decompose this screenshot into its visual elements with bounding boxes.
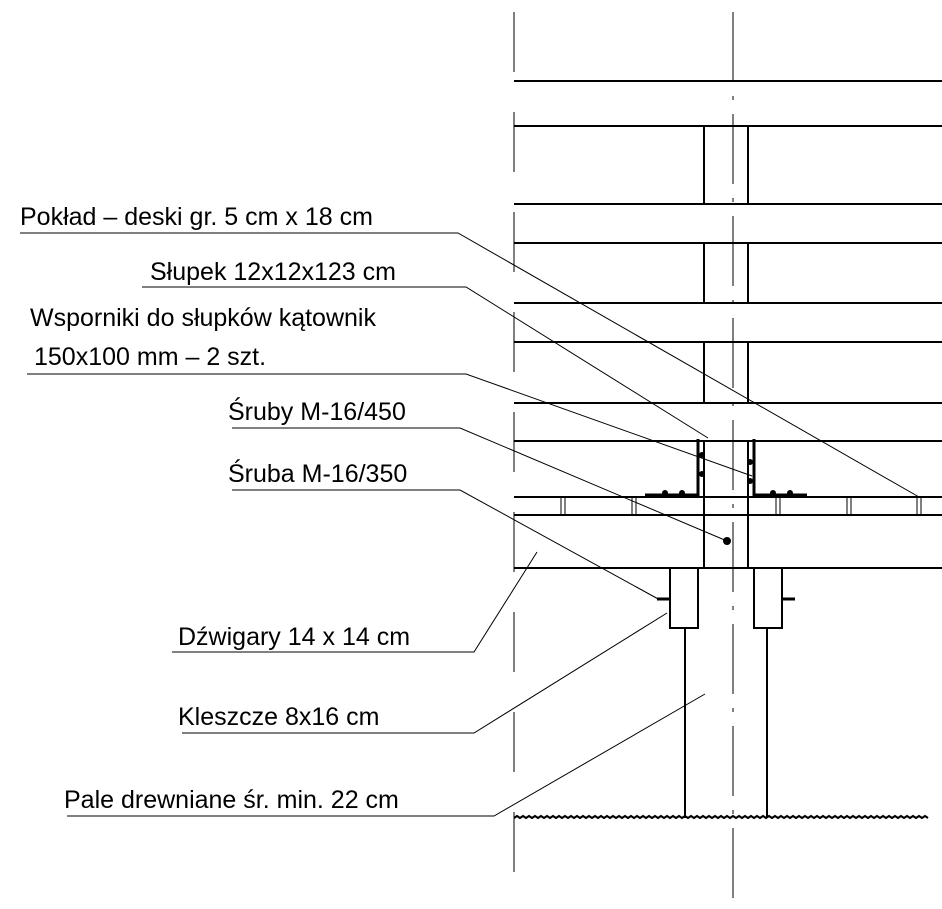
label-brackets-line1: Wsporniki do słupków kątownik: [30, 304, 376, 332]
railing-rails: [514, 80, 942, 442]
label-post-text: Słupek 12x12x123 cm: [150, 258, 396, 286]
label-bolt-350: Śruba M-16/350: [228, 458, 661, 601]
post: [703, 126, 749, 568]
label-brackets-line2: 150x100 mm – 2 szt.: [34, 343, 266, 371]
ground-line: [513, 814, 929, 820]
label-piles-text: Pale drewniane śr. min. 22 cm: [64, 786, 399, 814]
clamps: [657, 568, 795, 629]
label-girders: Dźwigary 14 x 14 cm: [172, 551, 538, 653]
label-girders-text: Dźwigary 14 x 14 cm: [178, 623, 410, 651]
label-brackets: Wsporniki do słupków kątownik 150x100 mm…: [27, 304, 753, 477]
label-bolt-350-text: Śruba M-16/350: [228, 458, 407, 488]
label-deck: Pokład – deski gr. 5 cm x 18 cm: [20, 203, 920, 498]
label-deck-text: Pokład – deski gr. 5 cm x 18 cm: [20, 203, 373, 231]
deck-boards: [514, 496, 942, 516]
label-clamps: Kleszcze 8x16 cm: [178, 612, 668, 734]
label-bolts-450: Śruby M-16/450: [228, 396, 728, 542]
label-bolts-450-text: Śruby M-16/450: [228, 396, 406, 426]
label-post: Słupek 12x12x123 cm: [142, 258, 709, 439]
label-clamps-text: Kleszcze 8x16 cm: [178, 703, 379, 731]
pile: [684, 628, 768, 818]
angle-brackets: [645, 439, 807, 497]
label-piles: Pale drewniane śr. min. 22 cm: [64, 693, 706, 817]
